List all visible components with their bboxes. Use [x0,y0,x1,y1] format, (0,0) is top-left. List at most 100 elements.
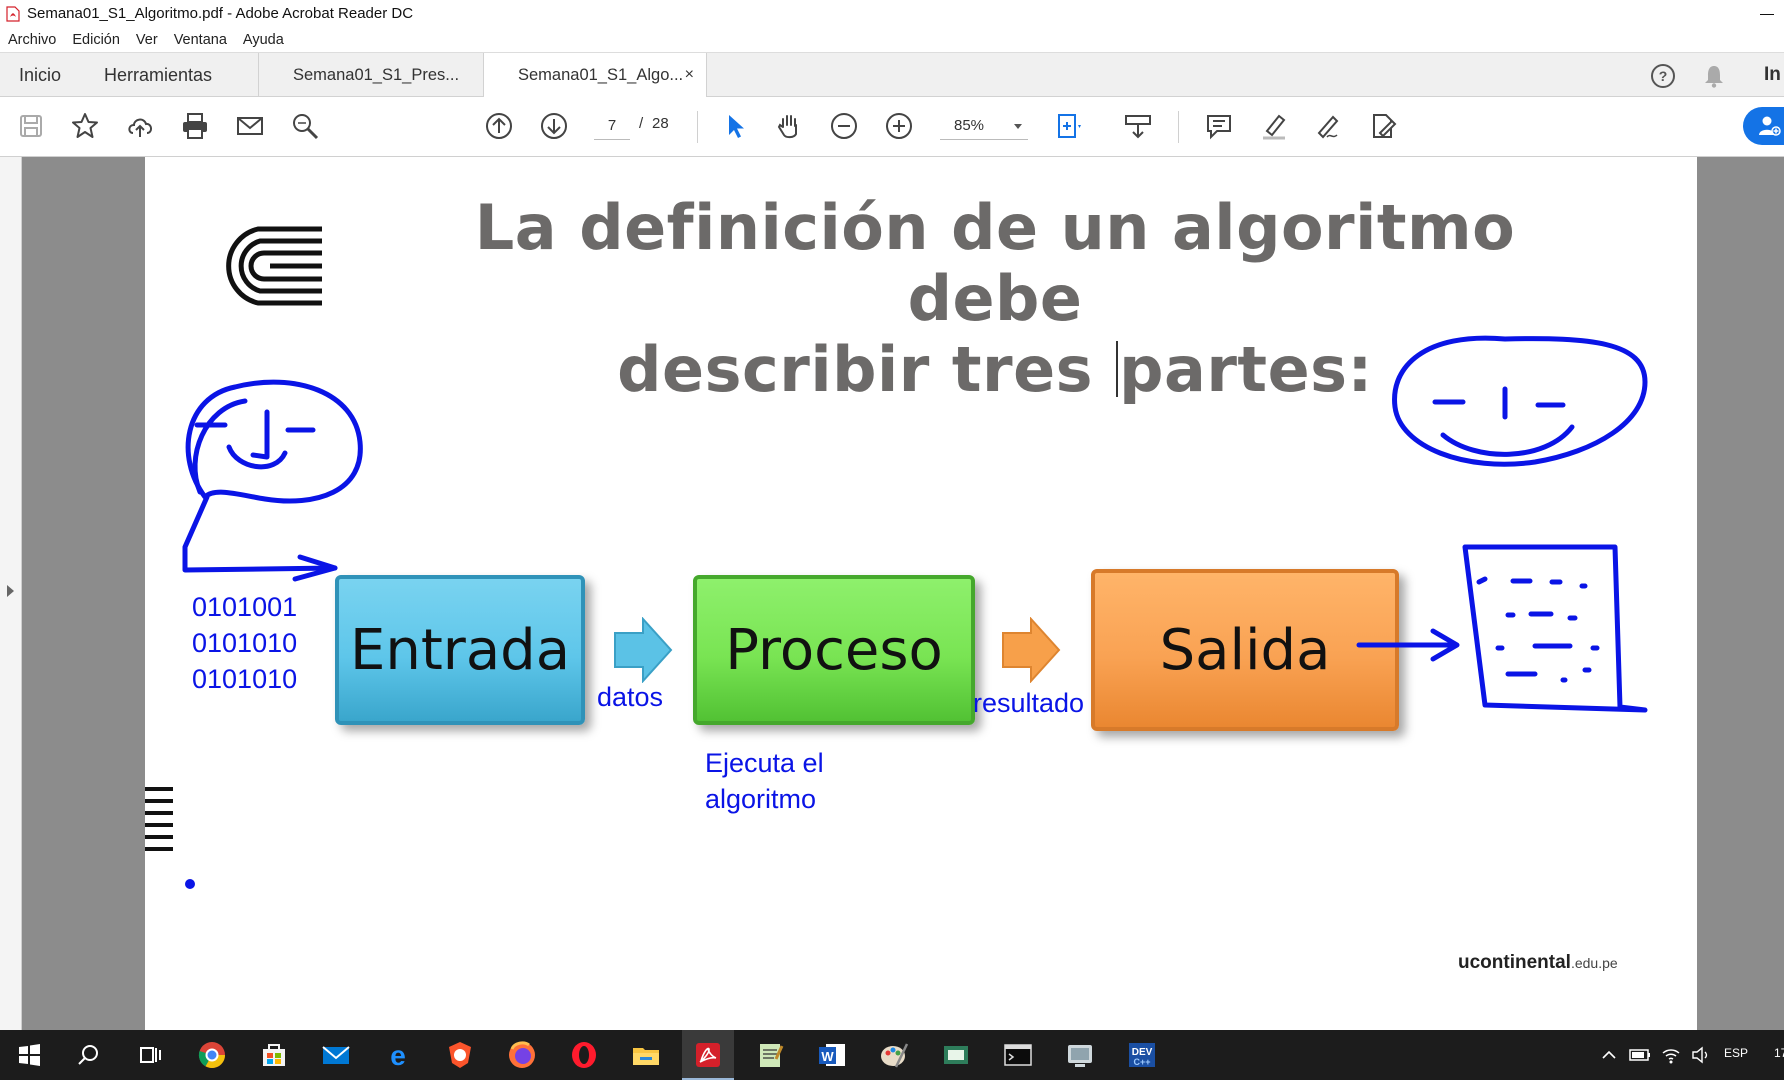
binary-line: 0101001 [192,592,298,622]
show-hidden-icons-chevron-icon[interactable] [1600,1045,1618,1065]
document-viewport[interactable]: La definición de un algoritmo debe descr… [0,157,1784,1030]
comment-icon[interactable] [1204,111,1234,141]
app-icon-2[interactable] [1054,1030,1106,1080]
svg-text:W: W [821,1049,834,1064]
toolbar-divider [1178,111,1179,143]
text-cursor [1116,341,1119,397]
binary-line: 0101010 [192,628,298,658]
close-tab-icon[interactable]: × [684,66,694,83]
menu-archivo[interactable]: Archivo [8,32,57,48]
tab-document-presentacion[interactable]: Semana01_S1_Pres... [258,53,483,98]
zoom-level-dropdown[interactable]: 85% [940,112,1028,140]
acrobat-icon [6,6,20,22]
arrow-entrada-proceso [614,617,673,683]
block-proceso-label: Proceso [725,617,943,683]
brand-main: ucontinental [1458,952,1571,973]
tab-label: Semana01_S1_Algo... [518,66,684,84]
bookmark-star-icon[interactable] [70,111,100,141]
ink-annotations-layer [145,335,1648,889]
select-cursor-icon[interactable] [720,111,750,141]
total-pages: 28 [652,115,669,132]
zoom-level-value: 85% [954,117,985,134]
terminal-icon[interactable] [992,1030,1044,1080]
firefox-icon[interactable] [496,1030,548,1080]
menu-ventana[interactable]: Ventana [173,32,227,48]
mail-icon[interactable] [310,1030,362,1080]
zoom-in-icon[interactable] [884,111,914,141]
page-up-icon[interactable] [484,111,514,141]
hand-tool-icon[interactable] [774,111,804,141]
acrobat-icon[interactable] [682,1030,734,1080]
zoom-out-icon[interactable] [829,111,859,141]
tab-tools[interactable]: Herramientas [104,65,213,85]
block-proceso: Proceso [693,575,975,725]
slide-title-line-2a: describir tres [617,333,1116,406]
svg-text:e: e [390,1040,406,1071]
menu-ayuda[interactable]: Ayuda [242,32,284,48]
save-icon[interactable] [16,111,46,141]
right-face-drawing [1392,335,1648,467]
left-face-drawing [185,379,363,504]
minimize-button[interactable] [1754,2,1784,22]
svg-text:C++: C++ [1133,1057,1150,1067]
fit-page-icon[interactable] [1054,111,1084,141]
highlight-icon[interactable] [1259,111,1289,141]
add-user-icon [1759,116,1781,136]
page-down-icon[interactable] [539,111,569,141]
page-separator: / [639,115,644,132]
store-icon[interactable] [248,1030,300,1080]
volume-icon[interactable] [1690,1045,1712,1065]
arrow-proceso-salida [1002,617,1061,683]
notifications-bell-icon[interactable] [1701,63,1727,89]
task-view-icon[interactable] [124,1030,176,1080]
tab-document-algoritmo[interactable]: Semana01_S1_Algo... × [483,53,707,98]
windows-start-icon[interactable] [3,1030,55,1080]
sign-icon[interactable] [1313,111,1343,141]
chrome-icon[interactable] [186,1030,238,1080]
expand-panel-icon[interactable] [7,585,14,597]
title-bar: Semana01_S1_Algoritmo.pdf - Adobe Acroba… [0,0,1784,28]
block-salida: Salida [1091,569,1399,731]
chevron-down-icon [1014,124,1022,129]
menu-edicion[interactable]: Edición [72,32,120,48]
tab-home[interactable]: Inicio [19,65,62,85]
binary-line: 0101010 [192,664,298,694]
pdf-page: La definición de un algoritmo debe descr… [145,157,1697,1030]
taskbar-clock[interactable]: 17 [1774,1046,1784,1060]
slide-title-line-1: La definición de un algoritmo debe [474,191,1516,335]
edit-pdf-icon[interactable] [1368,111,1398,141]
opera-icon[interactable] [558,1030,610,1080]
email-icon[interactable] [235,111,265,141]
input-language-indicator[interactable]: ESP [1724,1046,1749,1060]
app-icon[interactable] [930,1030,982,1080]
ejecuta-line: algoritmo [705,784,817,814]
edge-icon[interactable]: e [372,1030,424,1080]
block-salida-label: Salida [1159,617,1331,683]
scroll-mode-icon[interactable] [1123,111,1153,141]
word-icon[interactable]: W [806,1030,858,1080]
slide-title-line-2: describir tres partes: [405,334,1585,405]
share-button[interactable] [1743,107,1784,145]
brave-icon[interactable] [434,1030,486,1080]
menu-ver[interactable]: Ver [135,32,158,48]
battery-icon[interactable] [1628,1045,1652,1065]
binary-annotation: 0101001 0101010 0101010 [192,589,297,697]
left-navigation-rail[interactable] [0,157,22,1030]
current-page-input[interactable]: 7 [594,112,630,140]
window-title: Semana01_S1_Algoritmo.pdf - Adobe Acroba… [27,5,414,22]
datos-annotation: datos [597,682,664,712]
search-icon[interactable] [63,1030,115,1080]
notepad-icon[interactable] [744,1030,796,1080]
wifi-icon[interactable] [1660,1045,1682,1065]
print-icon[interactable] [180,111,210,141]
menu-bar: Archivo Edición Ver Ventana Ayuda [0,28,1784,52]
sign-in-link[interactable]: In [1764,64,1781,85]
search-icon[interactable] [290,111,320,141]
slide-title: La definición de un algoritmo debe descr… [405,192,1585,405]
help-icon[interactable]: ? [1650,63,1676,89]
file-explorer-icon[interactable] [620,1030,672,1080]
paint-icon[interactable] [868,1030,920,1080]
cloud-upload-icon[interactable] [125,111,155,141]
